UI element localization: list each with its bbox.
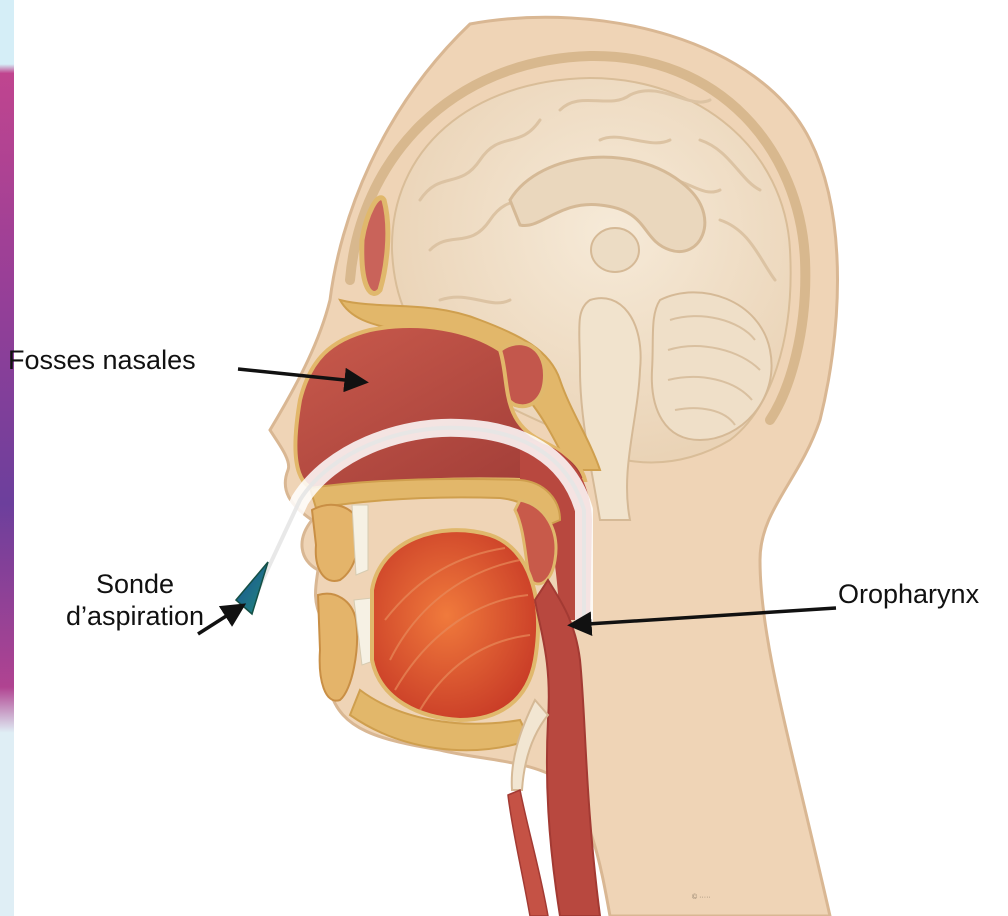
illustration-credit-signature: © ····· — [692, 894, 711, 901]
left-decorative-band — [0, 0, 14, 916]
label-sonde-aspiration: Sonde d’aspiration — [20, 568, 250, 633]
label-fosses-nasales: Fosses nasales — [8, 344, 196, 376]
label-oropharynx: Oropharynx — [838, 578, 979, 610]
label-sonde-line2: d’aspiration — [20, 600, 250, 632]
tongue — [372, 530, 538, 720]
label-sonde-line1: Sonde — [20, 568, 250, 600]
esophagus — [508, 790, 548, 916]
thalamus — [591, 228, 639, 272]
